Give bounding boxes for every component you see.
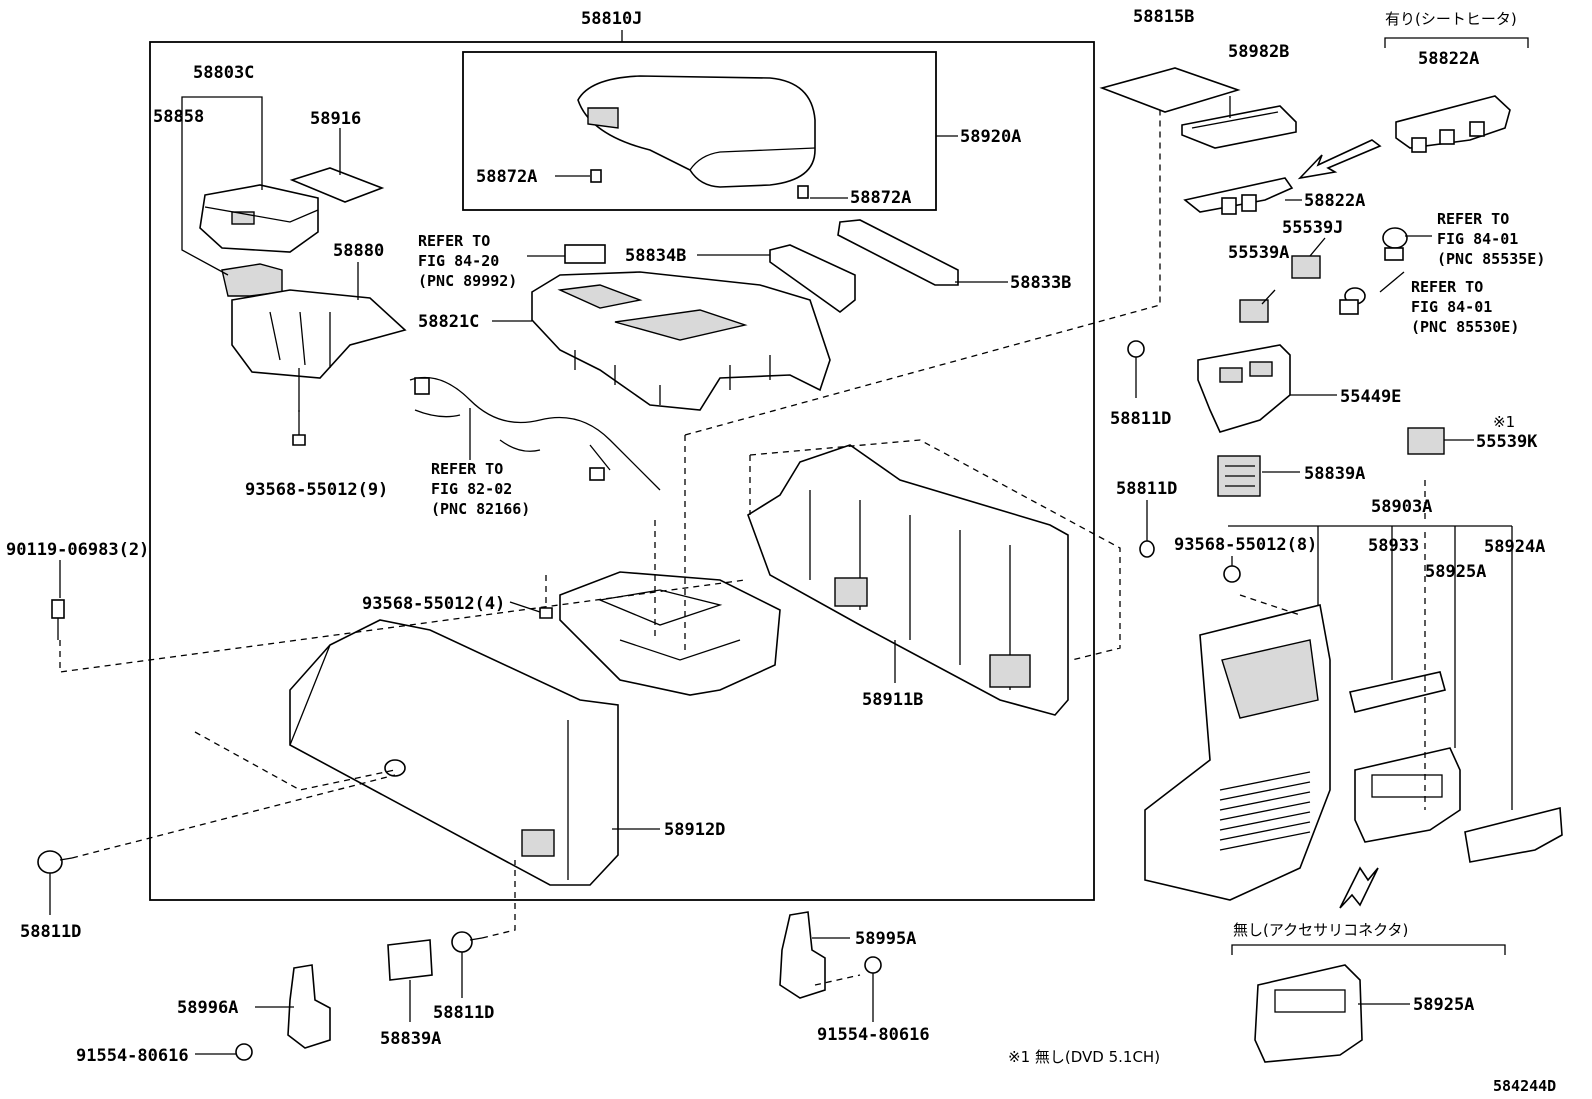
callout-58925A-right: 58925A bbox=[1425, 562, 1486, 582]
refer-note-fig-82-02: REFER TO FIG 82-02 (PNC 82166) bbox=[431, 460, 530, 518]
annotation-with-seat-heater: 有り(シートヒータ) bbox=[1385, 10, 1517, 28]
wire-harness-drawing bbox=[409, 376, 661, 491]
trim-58933-drawing bbox=[1349, 671, 1446, 713]
bracket-58996A-drawing bbox=[287, 964, 331, 1049]
armrest-lid-drawing bbox=[577, 75, 816, 199]
bracket-58858-drawing bbox=[221, 263, 283, 297]
callout-58911B: 58911B bbox=[862, 690, 923, 710]
trim-58834B-drawing bbox=[769, 244, 856, 314]
callout-55539J: 55539J bbox=[1282, 218, 1343, 238]
console-lower-58912D-drawing bbox=[289, 619, 619, 886]
annotation-without-accessory-connector: 無し(アクセサリコネクタ) bbox=[1233, 921, 1408, 939]
callout-58822A-top: 58822A bbox=[1418, 49, 1479, 69]
bracket-58925A-bottom-drawing bbox=[1254, 964, 1363, 1063]
callout-91554-80616-left: 91554-80616 bbox=[76, 1046, 189, 1066]
trim-58924A-drawing bbox=[1464, 806, 1563, 863]
callout-58839A-bottom: 58839A bbox=[380, 1029, 441, 1049]
callout-58925A-bottom: 58925A bbox=[1413, 995, 1474, 1015]
callout-58811D-upper: 58811D bbox=[1110, 409, 1171, 429]
callout-58858: 58858 bbox=[153, 107, 204, 127]
cover-58839A-bottom-drawing bbox=[387, 939, 433, 981]
callout-58815B: 58815B bbox=[1133, 7, 1194, 27]
bracket-58995A-drawing bbox=[779, 911, 826, 999]
callout-58834B: 58834B bbox=[625, 246, 686, 266]
callout-58995A: 58995A bbox=[855, 929, 916, 949]
annotation-note-mark: ※1 bbox=[1493, 413, 1515, 431]
switch-55539A-drawing bbox=[1239, 299, 1269, 323]
callout-58821C: 58821C bbox=[418, 312, 479, 332]
socket-refer-84-01b-drawing bbox=[1339, 287, 1366, 315]
mat-58916-drawing bbox=[289, 167, 385, 203]
callout-58822A-mid: 58822A bbox=[1304, 191, 1365, 211]
assembly-dashed-lines bbox=[59, 110, 1426, 986]
callout-58996A: 58996A bbox=[177, 998, 238, 1018]
grille-58839A-right-drawing bbox=[1217, 455, 1261, 497]
callout-58880: 58880 bbox=[333, 241, 384, 261]
inner-bracket-drawing bbox=[559, 571, 781, 696]
callout-58803C: 58803C bbox=[193, 63, 254, 83]
callout-93568-55012-4: 93568-55012(4) bbox=[362, 594, 505, 614]
figure-number: 584244D bbox=[1493, 1077, 1556, 1095]
callout-55539K: 55539K bbox=[1476, 432, 1538, 452]
switch-55539K-drawing bbox=[1407, 427, 1445, 455]
callout-91554-80616-right: 91554-80616 bbox=[817, 1025, 930, 1045]
leader-lines bbox=[49, 37, 1529, 1055]
arrow-upper-drawing bbox=[1297, 139, 1382, 180]
connector-refer-84-20-drawing bbox=[564, 244, 606, 264]
callout-90119-06983: 90119-06983(2) bbox=[6, 540, 149, 560]
trim-58833B-drawing bbox=[837, 219, 959, 286]
refer-note-fig-84-20: REFER TO FIG 84-20 (PNC 89992) bbox=[418, 232, 517, 290]
screw-93568-top-drawing bbox=[292, 410, 306, 446]
callout-55449E: 55449E bbox=[1340, 387, 1401, 407]
callout-58912D: 58912D bbox=[664, 820, 725, 840]
rear-console-58903A-drawing bbox=[1144, 604, 1331, 901]
callout-58916: 58916 bbox=[310, 109, 361, 129]
callout-58920A: 58920A bbox=[960, 127, 1021, 147]
box-58880-drawing bbox=[231, 289, 407, 379]
callout-58810J: 58810J bbox=[581, 9, 642, 29]
callout-58839A-right: 58839A bbox=[1304, 464, 1365, 484]
screw-93568-mid-drawing bbox=[539, 607, 553, 619]
tray-58803C-drawing bbox=[199, 184, 319, 253]
switch-58822A-top-drawing bbox=[1395, 95, 1511, 153]
switch-55539J-drawing bbox=[1291, 255, 1321, 279]
callout-58933: 58933 bbox=[1368, 536, 1419, 556]
panel-55449E-drawing bbox=[1197, 344, 1291, 433]
callout-58924A: 58924A bbox=[1484, 537, 1545, 557]
callout-58811D-right: 58811D bbox=[1116, 479, 1177, 499]
footnote: ※1 無し(DVD 5.1CH) bbox=[1008, 1048, 1160, 1066]
armrest-group-frame bbox=[462, 51, 937, 211]
refer-note-fig-84-01-b: REFER TO FIG 84-01 (PNC 85530E) bbox=[1411, 278, 1519, 336]
callout-58872A-left: 58872A bbox=[476, 167, 537, 187]
callout-58982B: 58982B bbox=[1228, 42, 1289, 62]
callout-58872A-right: 58872A bbox=[850, 188, 911, 208]
callout-93568-55012-8: 93568-55012(8) bbox=[1174, 535, 1317, 555]
callout-93568-55012-9: 93568-55012(9) bbox=[245, 480, 388, 500]
assembly-frame-58810J bbox=[149, 41, 1095, 901]
callout-58903A: 58903A bbox=[1371, 497, 1432, 517]
callout-55539A: 55539A bbox=[1228, 243, 1289, 263]
bracket-58925A-right-drawing bbox=[1354, 747, 1461, 843]
callout-58833B: 58833B bbox=[1010, 273, 1071, 293]
arrow-lower-drawing bbox=[1339, 866, 1379, 909]
tray-58982B-drawing bbox=[1181, 105, 1297, 149]
switch-58822A-mid-drawing bbox=[1183, 177, 1294, 215]
console-upper-58821C-drawing bbox=[531, 271, 831, 411]
refer-note-fig-84-01-a: REFER TO FIG 84-01 (PNC 85535E) bbox=[1437, 210, 1545, 268]
mat-58815B-drawing bbox=[1099, 67, 1241, 113]
socket-refer-84-01-drawing bbox=[1382, 227, 1408, 261]
rear-panel-58911B-drawing bbox=[747, 444, 1069, 716]
callout-58811D-bottom: 58811D bbox=[433, 1003, 494, 1023]
callout-58811D-left: 58811D bbox=[20, 922, 81, 942]
